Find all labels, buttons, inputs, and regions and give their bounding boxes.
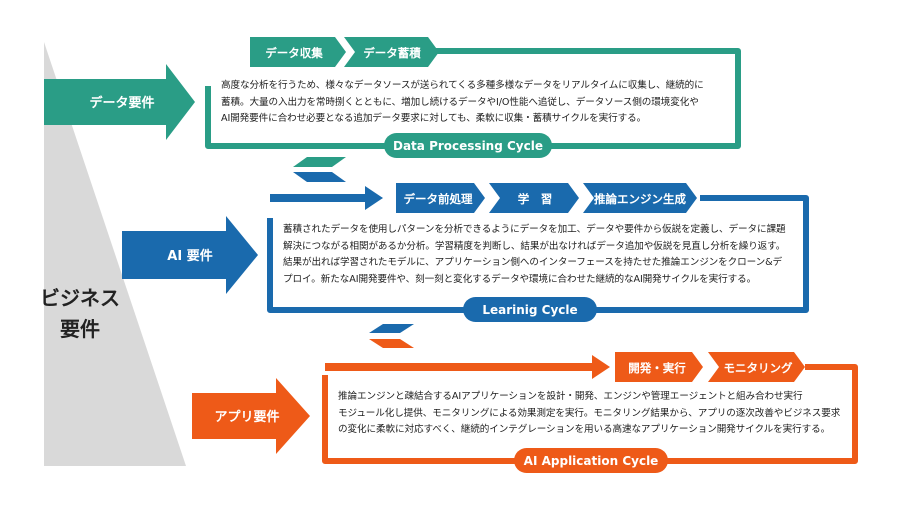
step-label: 推論エンジン生成: [594, 192, 686, 206]
app-requirement-arrow: [192, 378, 310, 454]
connector-up-top: [293, 157, 346, 167]
data-cycle-group: データ要件 データ収集 データ蓄積 Data Processing Cycle: [44, 37, 741, 158]
step-label: データ収集: [265, 46, 323, 60]
ai-requirement-arrow: [122, 216, 258, 294]
ai-entry-arrow: [270, 186, 383, 210]
step-preprocess: [396, 183, 485, 213]
ai-cycle-badge: [463, 297, 597, 322]
step-label: 学 習: [518, 192, 553, 206]
app-requirement-label: アプリ要件: [214, 409, 279, 425]
app-cycle-group: アプリ要件 開発・実行 モニタリング AI Application Cycle: [192, 352, 858, 473]
app-entry-arrow: [325, 355, 610, 379]
data-cycle-badge: [384, 133, 552, 158]
ai-cycle-label: Learinig Cycle: [482, 303, 577, 317]
app-cycle-label: AI Application Cycle: [524, 454, 659, 468]
step-label: モニタリング: [724, 361, 793, 375]
app-cycle-loop: [322, 364, 858, 464]
step-data-collect: [250, 37, 346, 67]
connector-down-top: [293, 172, 346, 182]
business-requirement-triangle: [44, 42, 186, 466]
step-data-store: [344, 37, 439, 67]
step-label: データ蓄積: [363, 46, 421, 60]
ai-cycle-loop: [267, 195, 809, 313]
app-cycle-description: 推論エンジンと疎結合するAIアプリケーションを設計・開発、エンジンや管理エージェ…: [338, 391, 841, 435]
step-label: データ前処理: [404, 192, 473, 206]
data-cycle-loop: [205, 48, 741, 149]
connector-up-bottom: [369, 324, 414, 333]
data-requirement-label: データ要件: [89, 95, 154, 111]
ai-cycle-description: 蓄積されたデータを使用しパターンを分析できるようにデータを加工、データや要件から…: [283, 224, 786, 285]
data-cycle-label: Data Processing Cycle: [393, 139, 543, 153]
business-requirement-label: ビジネス 要件: [40, 286, 120, 341]
step-learning: [489, 183, 579, 213]
step-inference-engine: [583, 183, 697, 213]
ai-cycle-group: AI 要件 データ前処理 学 習 推論エンジン生成 Learinig Cycle: [122, 183, 809, 322]
step-label: 開発・実行: [628, 361, 686, 375]
step-dev-run: [615, 352, 703, 382]
data-cycle-description: 高度な分析を行うため、様々なデータソースが送られてくる多種多様なデータをリアルタ…: [221, 80, 704, 124]
data-requirement-arrow: [44, 64, 195, 140]
ai-requirement-label: AI 要件: [167, 248, 212, 264]
connector-down-bottom: [369, 339, 414, 348]
step-monitoring: [708, 352, 805, 382]
app-cycle-badge: [514, 448, 668, 473]
